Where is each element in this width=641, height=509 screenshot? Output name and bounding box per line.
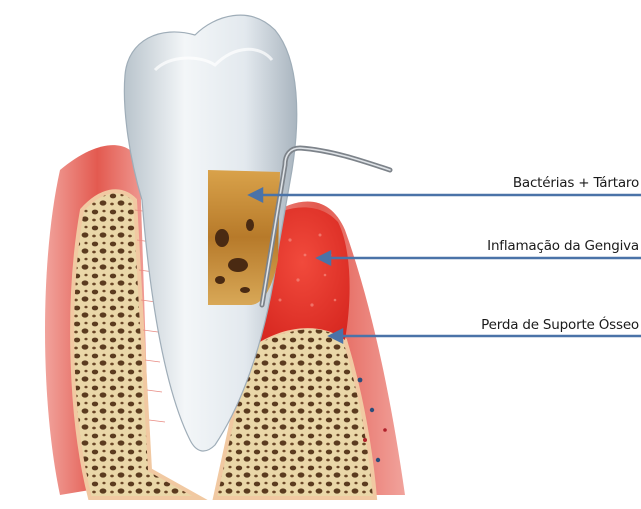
label-gum-inflammation: Inflamação da Gengiva: [487, 238, 639, 254]
label-bone-support-loss: Perda de Suporte Ósseo: [481, 317, 639, 333]
label-bacteria-tartar: Bactérias + Tártaro: [513, 175, 639, 191]
